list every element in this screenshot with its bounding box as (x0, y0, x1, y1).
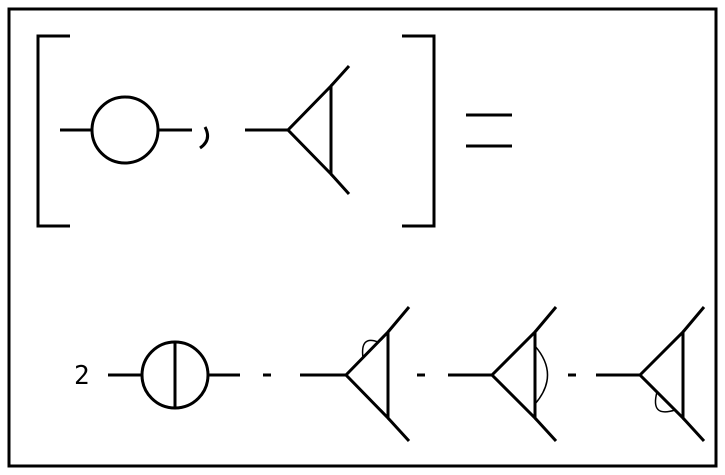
tri2-self-energy-arc (534, 345, 549, 405)
tri3-leg-up (681, 306, 706, 333)
tri1-leg-up (386, 306, 411, 333)
tri2-leg-up (533, 306, 558, 333)
tri3-self-energy-arc (654, 391, 676, 413)
right-bracket (402, 34, 436, 228)
tri2-leg-down (533, 416, 558, 443)
top-triangle-vertex (285, 82, 333, 178)
tri2-vertex (489, 328, 537, 422)
top-triangle-leg-down (329, 172, 351, 196)
tri3-leg-down (681, 416, 706, 443)
tri1-vertex (343, 328, 390, 422)
top-cut-mark (199, 126, 210, 150)
top-triangle-leg-up (329, 64, 351, 88)
tri1-self-energy-arc (361, 339, 379, 359)
left-bracket (36, 34, 70, 228)
tri3-vertex (637, 328, 685, 422)
top-loop-circle (90, 95, 160, 165)
coefficient-label: 2 (74, 361, 90, 391)
frame-border (7, 7, 718, 468)
tri1-leg-down (386, 416, 411, 443)
